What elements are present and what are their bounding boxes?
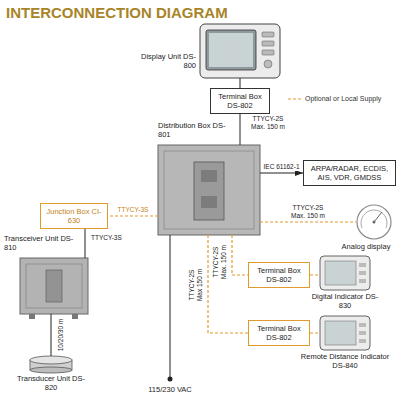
device-label: Transducer Unit DS-820 <box>16 374 86 392</box>
display-unit-device <box>206 30 256 70</box>
box-label: ARPA/RADAR, ECDIS, AIS, VDR, GMDSS <box>306 164 393 182</box>
distribution-box-device <box>201 196 217 208</box>
transceiver-unit-device <box>20 258 88 314</box>
cable-label: TTYCY-2S Max. 150 m <box>245 115 291 131</box>
remote-indicator-device <box>325 321 356 345</box>
external-equipment-box: ARPA/RADAR, ECDIS, AIS, VDR, GMDSS <box>303 160 396 186</box>
supply-label: 115/230 VAC <box>148 385 192 394</box>
display-unit-device <box>262 41 274 46</box>
cable-line <box>108 215 158 216</box>
box-label: Terminal Box DS-802 <box>251 266 307 284</box>
cable-line <box>260 221 356 222</box>
device-label: Display Unit DS-800 <box>136 52 196 70</box>
digital-indicator-device <box>325 261 356 285</box>
legend-line-sample <box>288 98 302 99</box>
transceiver-unit-device <box>26 264 82 308</box>
remote-indicator-device <box>359 339 366 343</box>
device-label: Distribution Box DS-801 <box>158 121 228 139</box>
cable-label: TTYCY-3S <box>90 234 123 242</box>
cable-line <box>208 235 248 333</box>
cable-line <box>260 173 303 174</box>
display-unit-device <box>200 24 280 78</box>
legend-item: Optional or Local Supply <box>288 94 381 103</box>
remote-indicator-device <box>320 316 370 350</box>
transceiver-unit-device <box>72 314 78 319</box>
cable-line <box>240 114 241 145</box>
distribution-box-device <box>164 151 254 229</box>
display-unit-device <box>264 60 272 68</box>
legend-text: Optional or Local Supply <box>305 94 381 103</box>
analog-display: Analog display <box>356 204 392 240</box>
transducer-unit: Transducer Unit DS-820 <box>30 356 72 372</box>
cable-line <box>51 314 52 356</box>
cable-label: TTYCY-2S Max 150 m <box>188 262 204 308</box>
terminal-box: Terminal Box DS-802 <box>210 88 270 114</box>
transducer-unit-device <box>30 356 72 364</box>
analog-gauge <box>357 205 391 239</box>
box-label: Terminal Box DS-802 <box>213 92 267 110</box>
device-label: Digital Indicator DS-830 <box>308 292 382 310</box>
power-wire <box>170 235 171 378</box>
cable-line <box>240 78 241 88</box>
analog-gauge <box>361 210 387 228</box>
transceiver-unit-device <box>46 270 62 302</box>
junction-box: Junction Box CI-630 <box>40 203 108 229</box>
legend-line-sample <box>288 95 302 103</box>
cable-label: IEC 61162-1 <box>262 163 300 171</box>
transducer-unit-device <box>30 356 72 373</box>
remote-indicator-device <box>359 323 366 327</box>
cable-label: TTYCY-3S <box>117 206 150 214</box>
terminal-box: Terminal Box DS-802 <box>248 262 310 288</box>
device-label: Remote Distance Indicator DS-840 <box>298 352 392 370</box>
display-unit-device <box>262 32 274 37</box>
display-unit: Display Unit DS-800 <box>200 24 280 78</box>
analog-gauge <box>357 205 391 239</box>
transceiver-unit: Transceiver Unit DS-810 <box>20 258 88 314</box>
transceiver-unit-device <box>29 314 35 319</box>
box-label: Terminal Box DS-802 <box>251 324 307 342</box>
cable-label: 10/20/30 m <box>57 318 65 353</box>
power-wire <box>168 235 173 382</box>
remote-indicator-device <box>320 316 370 350</box>
cable-line <box>310 274 320 275</box>
cable-line <box>85 229 86 258</box>
digital-indicator-device <box>359 279 366 283</box>
distribution-box: Distribution Box DS-801 <box>158 145 260 235</box>
transducer-unit-device <box>30 367 72 373</box>
remote-distance-indicator: Remote Distance Indicator DS-840 <box>320 316 370 350</box>
display-unit-device <box>200 24 280 78</box>
distribution-box-device <box>201 170 217 182</box>
device-label: Transceiver Unit DS-810 <box>4 234 74 252</box>
transceiver-unit-device <box>20 258 88 319</box>
cable-label: TTYCY-2S Max. 150 m <box>212 239 228 285</box>
box-label: Junction Box CI-630 <box>43 207 105 225</box>
analog-gauge <box>374 212 382 222</box>
digital-indicator-device <box>320 256 370 290</box>
remote-indicator-device <box>359 331 366 335</box>
distribution-box-device <box>194 162 224 220</box>
analog-gauge <box>373 221 376 224</box>
cable-label: TTYCY-2S Max. 150 m <box>285 204 331 220</box>
power-wire <box>168 377 173 382</box>
digital-indicator-device <box>320 256 370 290</box>
digital-indicator-device <box>359 271 366 275</box>
digital-indicator: Digital Indicator DS-830 <box>320 256 370 290</box>
terminal-box: Terminal Box DS-802 <box>248 320 310 346</box>
cable-line <box>310 332 320 333</box>
distribution-box-device <box>158 145 260 235</box>
digital-indicator-device <box>359 263 366 267</box>
device-label: Analog display <box>336 242 396 251</box>
display-unit-device <box>209 33 253 67</box>
distribution-box-device <box>158 145 260 235</box>
display-unit-device <box>262 50 274 55</box>
cable-line <box>232 235 248 275</box>
diagram-title: INTERCONNECTION DIAGRAM <box>6 4 228 21</box>
